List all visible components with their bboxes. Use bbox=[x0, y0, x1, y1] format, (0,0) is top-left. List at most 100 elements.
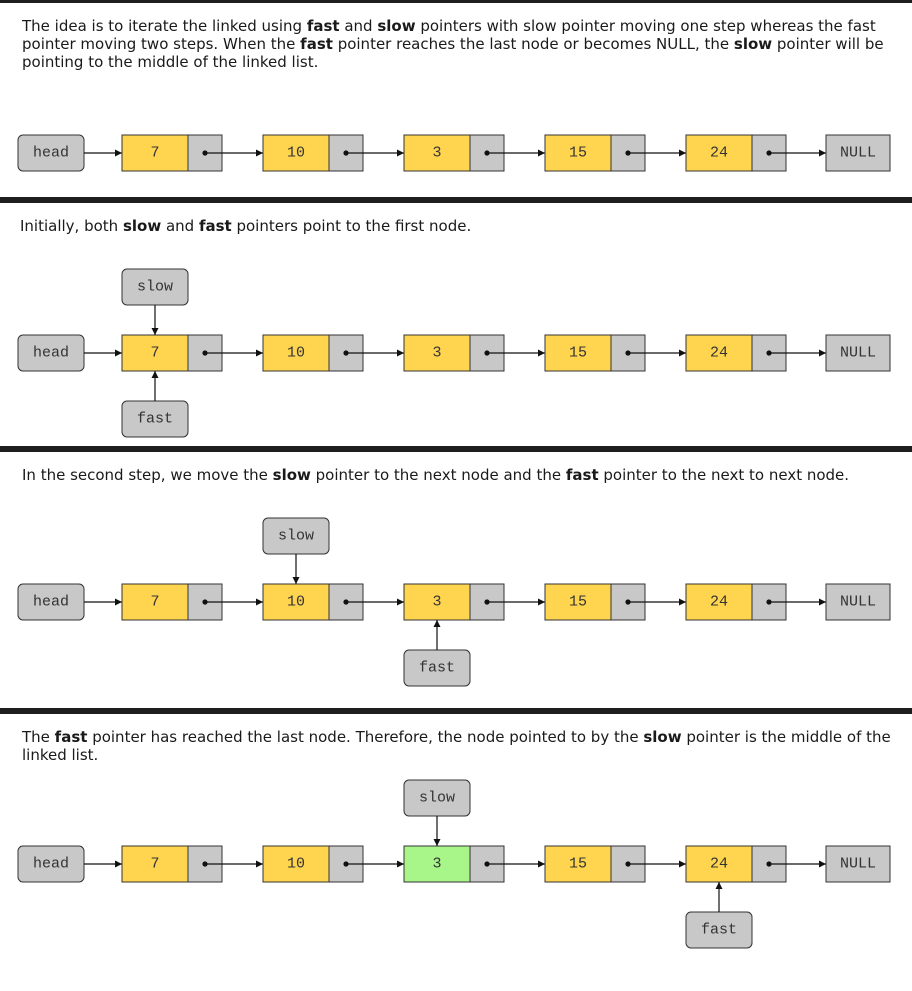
node-value-3: 15 bbox=[569, 856, 587, 873]
top-divider bbox=[0, 0, 912, 3]
next-arrow-0-head bbox=[256, 860, 263, 868]
next-arrow-2-head bbox=[538, 860, 545, 868]
panel-2: Initially, both slow and fast pointers p… bbox=[0, 203, 912, 446]
node-data-2 bbox=[403, 134, 471, 172]
node-value-1: 10 bbox=[287, 594, 305, 611]
panel-1: The idea is to iterate the linked using … bbox=[0, 3, 912, 197]
head-arrow-head bbox=[115, 349, 122, 357]
head-arrow-head bbox=[115, 860, 122, 868]
slow-pointer-arrow-head bbox=[151, 328, 159, 335]
panel-1-description: The idea is to iterate the linked using … bbox=[22, 17, 884, 71]
panel-divider bbox=[0, 708, 912, 714]
head-label: head bbox=[33, 594, 69, 611]
node-value-1: 10 bbox=[287, 856, 305, 873]
next-arrow-3-head bbox=[679, 860, 686, 868]
panel-3-description: In the second step, we move the slow poi… bbox=[22, 466, 850, 484]
node-value-2: 3 bbox=[432, 345, 441, 362]
null-label: NULL bbox=[840, 145, 876, 162]
keyword: fast bbox=[300, 35, 333, 53]
keyword: fast bbox=[306, 17, 340, 35]
head-label: head bbox=[33, 145, 69, 162]
next-arrow-3-head bbox=[679, 149, 686, 157]
next-arrow-4-head bbox=[819, 860, 826, 868]
node-value-0: 7 bbox=[150, 594, 159, 611]
node-value-3: 15 bbox=[569, 594, 587, 611]
node-value-4: 24 bbox=[710, 345, 728, 362]
next-arrow-1-head bbox=[397, 860, 404, 868]
next-arrow-3-head bbox=[679, 598, 686, 606]
keyword: slow bbox=[377, 17, 416, 35]
panel-4-description: The fast pointer has reached the last no… bbox=[22, 728, 891, 764]
node-value-0: 7 bbox=[150, 856, 159, 873]
next-arrow-4-head bbox=[819, 149, 826, 157]
keyword: slow bbox=[272, 466, 311, 484]
null-label: NULL bbox=[840, 594, 876, 611]
keyword: slow bbox=[733, 35, 773, 53]
head-arrow-head bbox=[115, 598, 122, 606]
node-value-3: 15 bbox=[569, 145, 587, 162]
node-data-4 bbox=[685, 334, 753, 372]
keyword: fast bbox=[565, 466, 599, 484]
fast-pointer-label: fast bbox=[137, 411, 173, 428]
keyword: fast bbox=[198, 217, 232, 235]
node-value-4: 24 bbox=[710, 145, 728, 162]
panel-divider bbox=[0, 446, 912, 452]
node-value-1: 10 bbox=[287, 345, 305, 362]
node-data-1 bbox=[262, 583, 330, 621]
slow-pointer-label: slow bbox=[137, 279, 173, 296]
next-arrow-3-head bbox=[679, 349, 686, 357]
slow-pointer-arrow-head bbox=[292, 577, 300, 584]
next-arrow-1-head bbox=[397, 598, 404, 606]
node-data-3 bbox=[544, 845, 612, 883]
fast-pointer-label: fast bbox=[701, 922, 737, 939]
fast-pointer-arrow-head bbox=[433, 620, 441, 627]
next-arrow-0-head bbox=[256, 349, 263, 357]
next-arrow-1-head bbox=[397, 149, 404, 157]
next-arrow-2-head bbox=[538, 598, 545, 606]
next-arrow-0-head bbox=[256, 598, 263, 606]
next-arrow-2-head bbox=[538, 349, 545, 357]
fast-pointer-arrow-head bbox=[151, 371, 159, 378]
null-box bbox=[825, 134, 891, 172]
node-value-2: 3 bbox=[432, 145, 441, 162]
null-label: NULL bbox=[840, 856, 876, 873]
node-value-4: 24 bbox=[710, 856, 728, 873]
null-label: NULL bbox=[840, 345, 876, 362]
panel-3: In the second step, we move the slow poi… bbox=[0, 452, 912, 708]
node-data-0 bbox=[121, 134, 189, 172]
keyword: slow bbox=[122, 217, 162, 235]
node-value-3: 15 bbox=[569, 345, 587, 362]
node-data-1 bbox=[262, 845, 330, 883]
node-data-0 bbox=[121, 583, 189, 621]
next-arrow-4-head bbox=[819, 349, 826, 357]
panel-divider bbox=[0, 197, 912, 203]
next-arrow-1-head bbox=[397, 349, 404, 357]
keyword: slow bbox=[643, 728, 682, 746]
fast-pointer-label: fast bbox=[419, 660, 455, 677]
null-box bbox=[825, 583, 891, 621]
head-arrow-head bbox=[115, 149, 122, 157]
panel-2-description: Initially, both slow and fast pointers p… bbox=[20, 217, 472, 235]
panel-4: The fast pointer has reached the last no… bbox=[0, 714, 912, 991]
head-label: head bbox=[33, 345, 69, 362]
next-arrow-4-head bbox=[819, 598, 826, 606]
next-arrow-2-head bbox=[538, 149, 545, 157]
node-data-4 bbox=[685, 583, 753, 621]
node-value-0: 7 bbox=[150, 145, 159, 162]
node-data-1 bbox=[262, 334, 330, 372]
fast-pointer-arrow-head bbox=[715, 882, 723, 889]
node-value-2: 3 bbox=[432, 594, 441, 611]
node-value-0: 7 bbox=[150, 345, 159, 362]
node-value-2: 3 bbox=[432, 856, 441, 873]
node-data-4 bbox=[685, 134, 753, 172]
slow-pointer-label: slow bbox=[419, 790, 455, 807]
node-data-4 bbox=[685, 845, 753, 883]
panel-4-linked-list: head 7 10 3 15 24 NULL slow fast bbox=[17, 779, 891, 949]
slow-pointer-label: slow bbox=[278, 528, 314, 545]
head-label: head bbox=[33, 856, 69, 873]
node-data-1 bbox=[262, 134, 330, 172]
null-box bbox=[825, 845, 891, 883]
keyword: fast bbox=[54, 728, 88, 746]
